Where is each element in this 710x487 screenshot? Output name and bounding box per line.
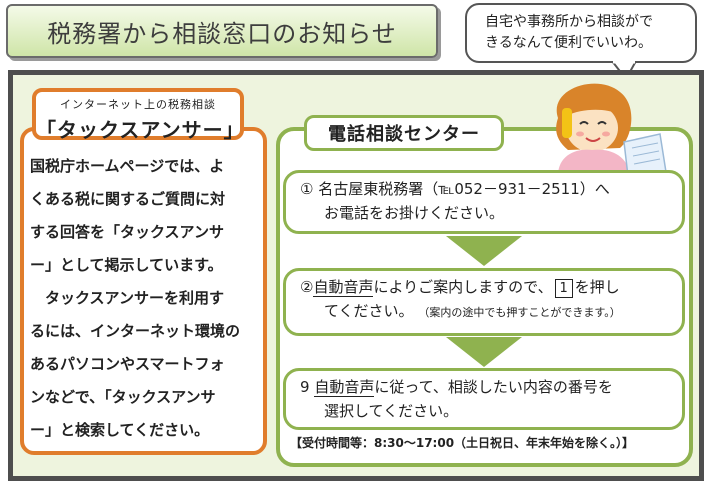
- tax-answer-subtitle: インターネット上の税務相談: [60, 98, 216, 111]
- down-arrow-icon: [446, 337, 522, 367]
- auto-voice-keyword: 自動音声: [313, 278, 374, 297]
- body-line: くある税に関するご質問に対: [30, 190, 226, 208]
- tax-answer-title: 「タックスアンサー」: [36, 118, 245, 142]
- body-line: 国税庁ホームページでは、よ: [30, 157, 225, 175]
- speech-bubble: 自宅や事務所から相談がで きるなんて便利でいいわ。: [465, 3, 697, 63]
- bubble-line: きるなんて便利でいいわ。: [485, 35, 653, 51]
- step-1-line-2: お電話をお掛けください。: [324, 204, 505, 222]
- down-arrow-icon: [446, 236, 522, 266]
- body-line: タックスアンサーを利用す: [45, 289, 224, 307]
- step-3-line-2: 選択してください。: [324, 402, 459, 420]
- step-3-text: に従って、相談したい内容の番号を: [374, 378, 613, 396]
- body-line: ンなどで、「タックスアンサ: [30, 388, 216, 406]
- step-1-call: ① 名古屋東税務署（℡052－931－2511）へ お電話をお掛けください。: [283, 170, 685, 234]
- step-2-text-end: を押し: [574, 278, 620, 296]
- page-title: 税務署から相談窓口のお知らせ: [6, 4, 438, 58]
- step-1-line-1: ① 名古屋東税務署（℡052－931－2511）へ: [300, 180, 610, 198]
- step-2-line-2: てください。: [324, 302, 414, 320]
- bubble-line: 自宅や事務所から相談がで: [485, 14, 653, 30]
- body-line: あるパソコンやスマートフォ: [30, 355, 225, 373]
- step-3-select: 9 自動音声に従って、相談したい内容の番号を 選択してください。: [283, 368, 685, 430]
- body-line: るには、インターネット環境の: [30, 322, 241, 340]
- woman-on-phone-illustration: [556, 83, 667, 176]
- body-line: ー」と検索してください。: [30, 421, 210, 439]
- body-line: する回答を「タックスアンサ: [30, 223, 224, 241]
- tax-answer-header: インターネット上の税務相談 「タックスアンサー」: [32, 88, 245, 142]
- auto-voice-keyword: 自動音声: [314, 378, 375, 397]
- step-2-text: によりご案内しますので、: [373, 278, 553, 296]
- tax-answer-body: 国税庁ホームページでは、よ くある税に関するご質問に対 する回答を「タックスアン…: [30, 150, 262, 447]
- step-3-number: 9: [300, 378, 310, 396]
- body-line: ー」として掲示しています。: [30, 256, 223, 274]
- step-2-note: （案内の途中でも押すことができます。）: [418, 306, 621, 319]
- service-hours: 【受付時間等：8:30～17:00（土日祝日、年末年始を除く。）】: [290, 436, 635, 450]
- key-1-icon: 1: [554, 279, 573, 298]
- step-2-number: ②: [300, 278, 314, 296]
- phone-center-title: 電話相談センター: [304, 115, 504, 151]
